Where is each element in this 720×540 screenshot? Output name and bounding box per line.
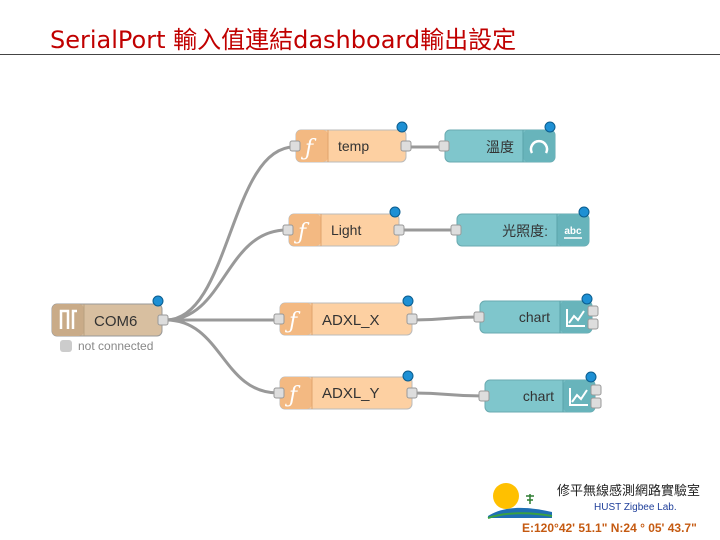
chart-node-label: chart	[523, 388, 554, 404]
changed-badge	[396, 121, 408, 133]
function-icon: ƒ	[284, 309, 301, 334]
text-abc-icon: abc	[564, 226, 582, 237]
serial-port-icon	[59, 309, 77, 329]
changed-badge	[544, 121, 556, 133]
output-port[interactable]	[590, 384, 602, 396]
chart-icon	[566, 309, 585, 327]
wire-com6-light	[165, 228, 288, 322]
changed-badge	[389, 206, 401, 218]
function-node-adxl-y[interactable]: ƒ ADXL_Y	[273, 370, 418, 410]
function-node-adxl-x[interactable]: ƒ ADXL_X	[273, 295, 418, 336]
output-port[interactable]	[406, 387, 418, 399]
lab-coordinates: E:120°42' 51.1" N:24 ° 05' 43.7"	[522, 521, 697, 535]
input-port[interactable]	[478, 390, 490, 402]
wire-adxlx-chart	[413, 315, 479, 322]
wire-adxly-chart	[413, 391, 484, 398]
lab-logo	[487, 483, 553, 519]
status-text: not connected	[78, 339, 153, 353]
title-divider	[0, 54, 720, 55]
function-icon: ƒ	[284, 383, 301, 408]
input-port[interactable]	[282, 224, 294, 236]
changed-badge	[585, 371, 597, 383]
changed-badge	[402, 370, 414, 382]
text-node-label: 光照度:	[502, 223, 548, 239]
function-label: Light	[331, 222, 361, 238]
input-port[interactable]	[473, 311, 485, 323]
wires	[165, 145, 484, 398]
chart-node-x[interactable]: chart	[473, 293, 599, 334]
output-port[interactable]	[157, 314, 169, 326]
input-port[interactable]	[273, 387, 285, 399]
gauge-label: 溫度	[486, 139, 514, 155]
serial-node-label: COM6	[94, 313, 137, 330]
lab-subtitle: HUST Zigbee Lab.	[594, 502, 677, 513]
chart-node-y[interactable]: chart	[478, 371, 602, 413]
output-port[interactable]	[587, 318, 599, 330]
tower-icon	[526, 494, 534, 504]
function-label: temp	[338, 138, 369, 154]
chart-node-label: chart	[519, 309, 550, 325]
function-label: ADXL_X	[322, 312, 380, 329]
function-icon: ƒ	[293, 220, 310, 245]
input-port[interactable]	[438, 140, 450, 152]
lab-name: 修平無線感測網路實驗室	[557, 484, 701, 499]
function-node-temp[interactable]: ƒ temp	[289, 121, 412, 163]
changed-badge	[402, 295, 414, 307]
output-port[interactable]	[393, 224, 405, 236]
input-port[interactable]	[450, 224, 462, 236]
output-port[interactable]	[406, 313, 418, 325]
serial-node-com6[interactable]: COM6 not connected	[51, 295, 169, 353]
input-port[interactable]	[289, 140, 301, 152]
changed-badge	[581, 293, 593, 305]
output-port[interactable]	[590, 397, 602, 409]
chart-icon	[569, 388, 588, 406]
function-label: ADXL_Y	[322, 385, 380, 402]
sun-icon	[493, 483, 519, 509]
changed-badge	[152, 295, 164, 307]
wire-com6-adxly	[165, 318, 279, 395]
text-node[interactable]: 光照度: abc	[450, 206, 590, 247]
slide-title: SerialPort 輸入值連結dashboard輸出設定	[50, 26, 517, 54]
gauge-icon	[529, 139, 549, 154]
wire-com6-temp	[165, 145, 295, 322]
output-port[interactable]	[587, 305, 599, 317]
changed-badge	[578, 206, 590, 218]
output-port[interactable]	[400, 140, 412, 152]
function-icon: ƒ	[300, 136, 317, 161]
status-indicator	[60, 340, 72, 352]
function-node-light[interactable]: ƒ Light	[282, 206, 405, 247]
input-port[interactable]	[273, 313, 285, 325]
gauge-node[interactable]: 溫度	[438, 121, 556, 163]
flow-canvas: COM6 not connected ƒ temp ƒ Light ƒ ADXL…	[51, 121, 602, 413]
